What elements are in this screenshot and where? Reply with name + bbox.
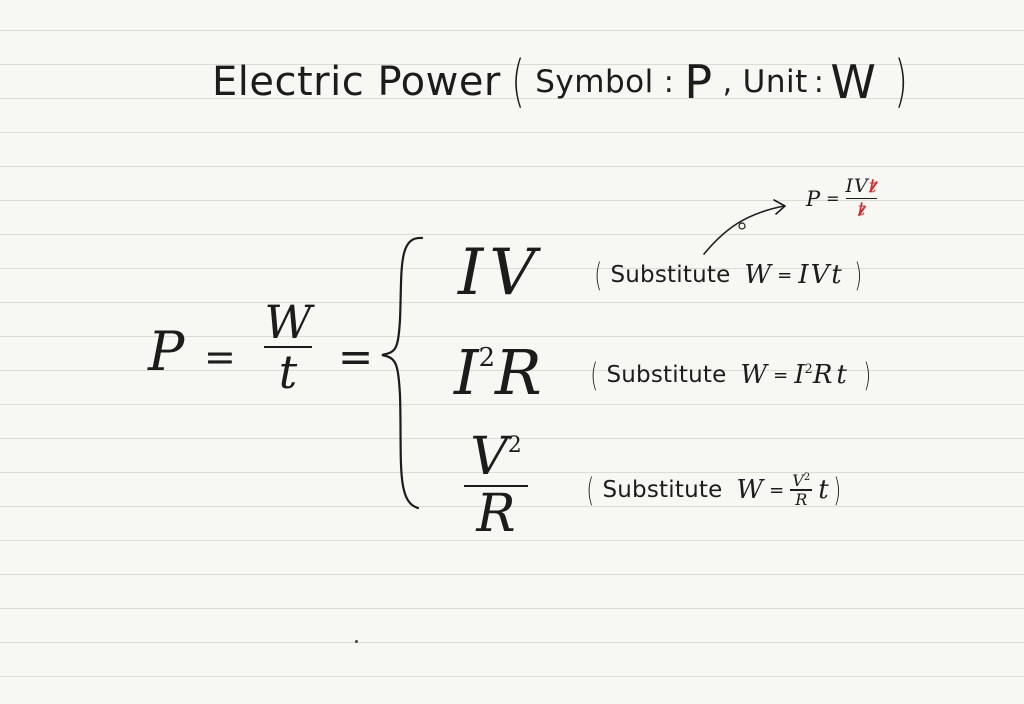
- note3-tail: t: [818, 475, 829, 505]
- equals-sign-2: =: [338, 332, 374, 381]
- case3-exponent: 2: [507, 433, 522, 458]
- annotation-lhs: P: [806, 186, 821, 211]
- page-title: Electric Power ( Symbol : P , Unit : W ): [212, 50, 919, 114]
- fraction-numerator-w: W: [264, 295, 312, 349]
- case3-fraction-bar: [464, 484, 528, 487]
- annotation-p-equals-ivt-over-t: P = IVt t: [806, 175, 878, 221]
- note3-lhs: W: [736, 475, 764, 505]
- stray-dot: [355, 640, 358, 643]
- title-text: Electric Power: [212, 59, 501, 105]
- note-substitute-i2rt: ( Substitute W = I2Rt ): [590, 356, 871, 394]
- note3-fraction: V2 R: [790, 471, 813, 509]
- case3-denominator: R: [476, 483, 516, 544]
- equals-sign-1: =: [204, 335, 236, 379]
- note-substitute-ivt: ( Substitute W = IVt ): [594, 256, 862, 294]
- case2-tail: R: [495, 336, 542, 409]
- fraction-denominator-t: t: [278, 345, 298, 400]
- note1-rhs: IVt: [798, 260, 844, 290]
- case2-exponent: 2: [478, 343, 496, 373]
- symbol-label: Symbol: [535, 64, 654, 100]
- symbol-value: P: [684, 55, 713, 109]
- work-over-time-fraction: W t: [264, 298, 312, 397]
- note3-label: Substitute: [602, 477, 723, 503]
- title-open-paren: (: [511, 49, 525, 114]
- case3-numerator: V: [470, 427, 508, 487]
- fraction-bar: [264, 346, 312, 349]
- unit-label: Unit: [742, 64, 808, 100]
- annotation-struck-denominator-t: t: [857, 198, 866, 221]
- case-i-squared-r: I2R: [454, 336, 542, 409]
- case-v-squared-over-r: V2 R: [464, 430, 528, 541]
- note2-rhs: I2Rt: [794, 360, 851, 390]
- case-iv: IV: [458, 236, 542, 310]
- annotation-arrow: [703, 199, 786, 255]
- title-close-paren: ): [894, 49, 909, 114]
- annotation-struck-numerator-t: t: [868, 175, 878, 197]
- note2-lhs: W: [740, 360, 768, 390]
- title-comma: ,: [722, 64, 733, 100]
- curly-brace: [381, 236, 424, 510]
- note-substitute-v2rt: ( Substitute W = V2 R t ): [586, 470, 841, 509]
- unit-colon: :: [813, 64, 825, 100]
- annotation-fraction: IVt t: [845, 175, 878, 221]
- note1-lhs: W: [744, 260, 772, 290]
- power-symbol: P: [148, 320, 185, 383]
- case2-base: I: [454, 336, 479, 409]
- symbol-colon: :: [663, 64, 675, 100]
- note1-label: Substitute: [610, 262, 731, 288]
- note2-label: Substitute: [606, 362, 727, 388]
- unit-value: W: [830, 55, 877, 109]
